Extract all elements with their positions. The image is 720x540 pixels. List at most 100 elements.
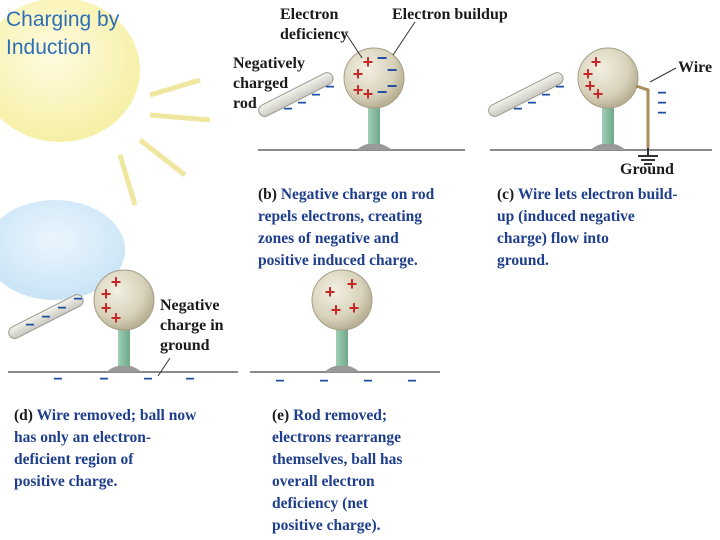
positive-charge-sign: + — [585, 76, 596, 96]
negative-charge-sign: − — [657, 95, 666, 112]
slide-title-line1: Charging by — [6, 8, 120, 31]
negative-charge-sign: − — [513, 101, 522, 118]
negative-charge-sign: − — [25, 317, 34, 334]
negative-charge-sign: − — [377, 48, 388, 68]
panel-b-caption: (b) Negative charge on rod repels electr… — [258, 184, 493, 272]
negative-charge-sign: − — [275, 373, 284, 390]
positive-charge-sign: + — [363, 52, 374, 72]
panel-d-stand-stem — [118, 322, 130, 366]
yellow-balloon — [0, 0, 140, 142]
panel-b-caption-text: Negative charge on rod repels electrons,… — [258, 186, 435, 269]
negative-charge-sign: − — [311, 87, 320, 104]
panel-c-ground-icon — [638, 155, 658, 165]
positive-charge-sign: + — [101, 298, 112, 318]
negative-charge-sign: − — [363, 373, 372, 390]
panel-d-metal-sphere — [93, 269, 155, 331]
panel-e-caption-text: Rod removed; electrons rearrange themsel… — [272, 407, 403, 534]
positive-charge-sign: + — [363, 84, 374, 104]
panel-c-caption-text: Wire lets electron build- up (induced ne… — [497, 186, 678, 269]
panel-c-caption-tag: (c) — [497, 186, 515, 203]
positive-charge-sign: + — [331, 300, 342, 320]
negative-charge-sign: − — [377, 82, 388, 102]
panel-d-label-line2: charge in — [160, 317, 224, 334]
panel-e-stand-stem — [336, 322, 348, 366]
panel-d-ground-pointer — [157, 357, 171, 377]
negative-charge-sign: − — [541, 87, 550, 104]
panel-b-stand-base — [356, 143, 392, 150]
panel-b-metal-sphere — [343, 47, 405, 109]
panel-c-metal-sphere — [577, 47, 639, 109]
slide-title-line2: Induction — [6, 36, 92, 59]
negative-charge-sign: − — [387, 60, 398, 80]
panel-b-label-rod: Negatively charged rod — [233, 54, 305, 114]
panel-d-label-line3: ground — [160, 337, 210, 354]
negative-charge-sign: − — [387, 76, 398, 96]
panel-d-label-ground-charge: Negative charge in ground — [160, 296, 224, 356]
panel-b-charged-rod — [258, 72, 334, 117]
panel-d-caption-tag: (d) — [14, 407, 33, 424]
panel-c-wire-pointer — [649, 67, 677, 83]
panel-c-caption: (c) Wire lets electron build- up (induce… — [497, 184, 719, 272]
panel-b-caption-tag: (b) — [258, 186, 277, 203]
positive-charge-sign: + — [593, 84, 604, 104]
negative-charge-sign: − — [53, 371, 62, 388]
negative-charge-sign: − — [57, 300, 66, 317]
negative-charge-sign: − — [73, 291, 82, 308]
panel-c-label-wire: Wire — [678, 59, 713, 76]
panel-d-label-line1: Negative — [160, 297, 220, 314]
panel-b-label-deficiency-line1: Electron — [280, 6, 339, 23]
panel-c-wire — [635, 84, 650, 148]
panel-d-charged-rod — [8, 294, 84, 339]
positive-charge-sign: + — [101, 284, 112, 304]
negative-charge-sign: − — [283, 101, 292, 118]
negative-charge-sign: − — [99, 371, 108, 388]
negative-charge-sign: − — [657, 85, 666, 102]
positive-charge-sign: + — [325, 282, 336, 302]
panel-e-stand-base — [324, 365, 360, 372]
blue-balloon — [0, 200, 125, 300]
negative-charge-sign: − — [297, 95, 306, 112]
positive-charge-sign: + — [353, 64, 364, 84]
positive-charge-sign: + — [111, 308, 122, 328]
panel-d-caption-text: Wire removed; ball now has only an elect… — [14, 407, 197, 490]
panel-c-stand-stem — [602, 100, 614, 144]
panel-b-buildup-pointer — [392, 21, 416, 56]
panel-b-deficiency-pointer — [344, 31, 363, 59]
panel-b-label-deficiency-line2: deficiency — [280, 26, 349, 43]
panel-e-metal-sphere — [311, 269, 373, 331]
panel-b-label-electron-deficiency: Electron deficiency — [280, 5, 348, 45]
panel-b-label-electron-buildup: Electron buildup — [392, 6, 508, 23]
negative-charge-sign: − — [527, 95, 536, 112]
panel-b-label-rod-line2: charged — [233, 75, 289, 92]
panel-e-caption-tag: (e) — [272, 407, 290, 424]
sun-rays — [117, 77, 211, 206]
positive-charge-sign: + — [353, 80, 364, 100]
negative-charge-sign: − — [657, 105, 666, 122]
negative-charge-sign: − — [325, 79, 334, 96]
negative-charge-sign: − — [407, 373, 416, 390]
negative-charge-sign: − — [555, 79, 564, 96]
slide-title: Charging by Induction — [6, 6, 206, 62]
panel-d-caption: (d) Wire removed; ball now has only an e… — [14, 405, 244, 493]
negative-charge-sign: − — [185, 371, 194, 388]
negative-charge-sign: − — [41, 309, 50, 326]
positive-charge-sign: + — [591, 52, 602, 72]
panel-d-stand-base — [106, 365, 142, 372]
positive-charge-sign: + — [583, 64, 594, 84]
panel-e-caption: (e) Rod removed; electrons rearrange the… — [272, 405, 472, 537]
positive-charge-sign: + — [347, 274, 358, 294]
negative-charge-sign: − — [143, 371, 152, 388]
panel-b-label-rod-line3: rod — [233, 95, 257, 112]
panel-b-stand-stem — [368, 100, 380, 144]
panel-c-stand-base — [590, 143, 626, 150]
panel-b-label-rod-line1: Negatively — [233, 55, 305, 72]
positive-charge-sign: + — [111, 272, 122, 292]
panel-c-charged-rod — [488, 72, 564, 117]
positive-charge-sign: + — [349, 298, 360, 318]
